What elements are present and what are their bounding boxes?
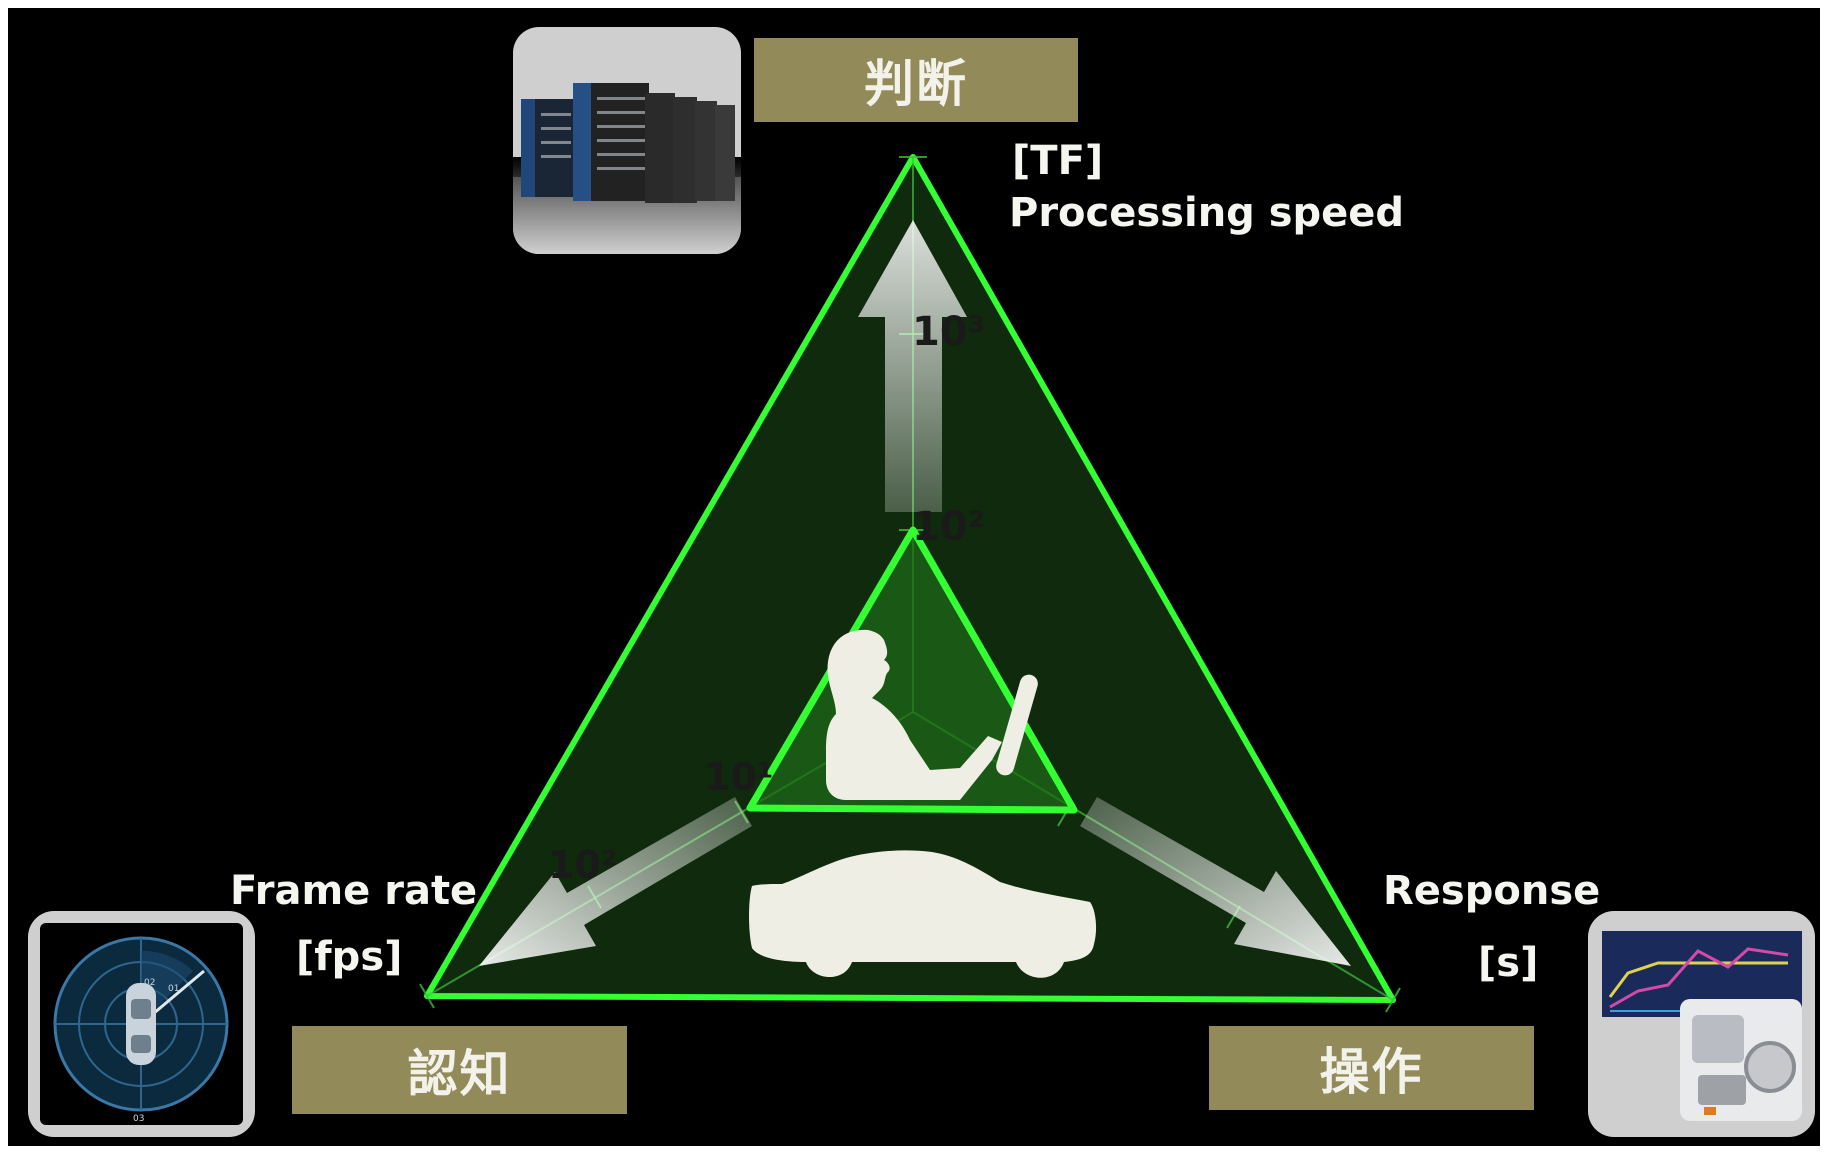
car-silhouette-icon <box>749 850 1097 978</box>
tick-label-top-outer: 10³ <box>912 309 985 355</box>
tick-label-left-outer: 10² <box>548 843 618 887</box>
tick-label-top-inner: 10² <box>912 504 985 550</box>
tick-label-left-inner: 10¹ <box>704 755 774 799</box>
processing-unit: [TF] <box>1012 138 1104 184</box>
arrow-down-right <box>1080 797 1351 966</box>
response-unit: [s] <box>1478 940 1539 986</box>
label-operation: 操作 <box>1209 1026 1534 1110</box>
server-rack-icon <box>513 27 741 254</box>
car-radar-icon: 02 01 03 <box>28 911 255 1137</box>
label-judgment: 判断 <box>754 38 1078 122</box>
frame-unit: [fps] <box>296 934 403 980</box>
svg-text:01: 01 <box>168 984 179 994</box>
driver-silhouette-icon <box>826 629 1038 800</box>
arrow-up <box>858 220 967 512</box>
response-name: Response <box>1383 868 1601 914</box>
svg-text:02: 02 <box>144 978 155 988</box>
svg-text:03: 03 <box>133 1114 144 1124</box>
motor-engine-icon <box>1588 911 1815 1137</box>
processing-name: Processing speed <box>1009 190 1405 236</box>
label-recognition: 認知 <box>292 1026 627 1114</box>
frame-name: Frame rate <box>230 868 478 914</box>
arrow-down-left <box>479 797 752 966</box>
